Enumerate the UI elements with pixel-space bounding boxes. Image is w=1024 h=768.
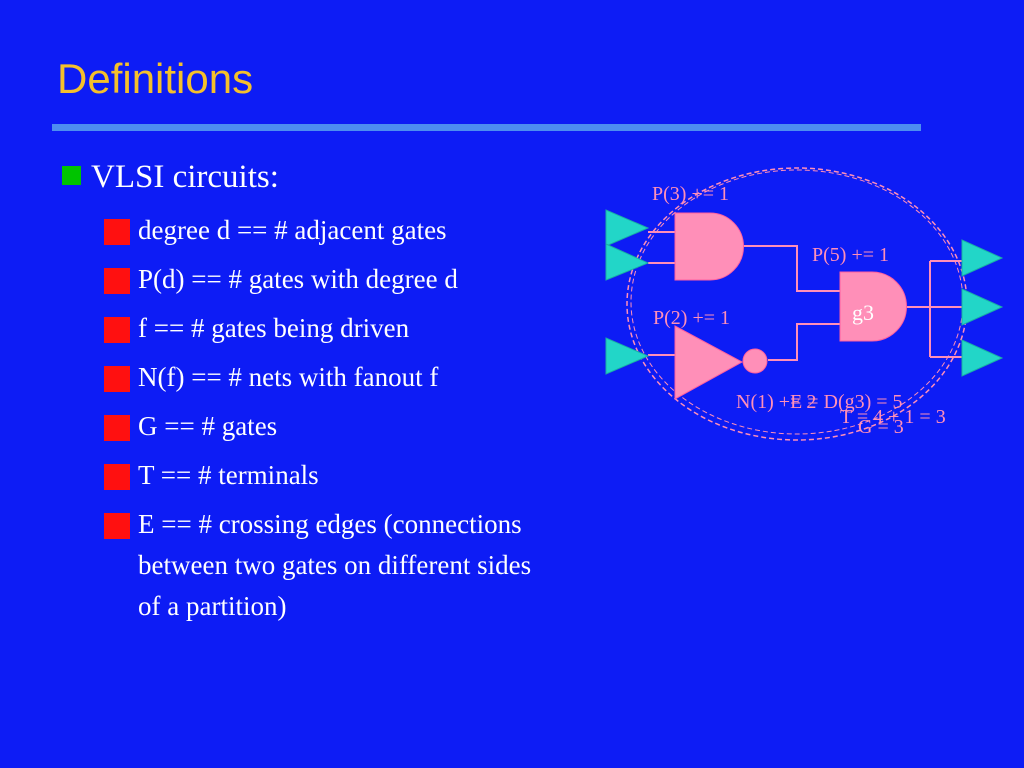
and-gate-top — [674, 212, 744, 281]
list-item: f == # gates being driven — [104, 308, 564, 349]
input-terminal-icon — [605, 243, 650, 281]
heading-text: VLSI circuits: — [91, 159, 279, 195]
list-item: degree d == # adjacent gates — [104, 210, 564, 251]
label-p3: P(3) += 1 — [652, 183, 729, 205]
inverter-gate — [674, 325, 744, 400]
list-item-text: N(f) == # nets with fanout f — [138, 362, 439, 392]
definition-list: degree d == # adjacent gates P(d) == # g… — [104, 210, 564, 635]
label-n1: N(1) += 2 — [736, 391, 816, 413]
label-p5: P(5) += 1 — [812, 244, 889, 266]
list-item-text: f == # gates being driven — [138, 313, 410, 343]
green-square-bullet-icon — [62, 166, 81, 185]
output-terminal-icon — [961, 288, 1004, 326]
output-terminal-icon — [961, 239, 1004, 277]
input-terminal-icon — [605, 209, 650, 247]
heading-bullet-item: VLSI circuits: — [62, 158, 279, 196]
input-terminal-icon — [605, 337, 650, 375]
list-item-text: T == # terminals — [138, 460, 319, 490]
slide-title: Definitions — [57, 55, 254, 102]
red-square-bullet-icon — [104, 219, 130, 245]
and-gate-g3 — [839, 271, 907, 342]
red-square-bullet-icon — [104, 513, 130, 539]
label-p2: P(2) += 1 — [653, 307, 730, 329]
list-item: N(f) == # nets with fanout f — [104, 357, 564, 398]
list-item: P(d) == # gates with degree d — [104, 259, 564, 300]
red-square-bullet-icon — [104, 317, 130, 343]
list-item: G == # gates — [104, 406, 564, 447]
label-gates: G = 3 — [858, 416, 904, 438]
label-terminals: T = 4 + 1 = 3 — [840, 406, 946, 428]
wires — [648, 231, 962, 361]
red-square-bullet-icon — [104, 268, 130, 294]
label-dg3: E = D(g3) = 5 — [790, 391, 903, 413]
gate-g3-label: g3 — [852, 300, 874, 325]
list-item-text: G == # gates — [138, 411, 278, 441]
red-square-bullet-icon — [104, 464, 130, 490]
list-item: T == # terminals — [104, 455, 564, 496]
list-item-text: P(d) == # gates with degree d — [138, 264, 458, 294]
red-square-bullet-icon — [104, 366, 130, 392]
red-square-bullet-icon — [104, 415, 130, 441]
output-terminal-icon — [961, 339, 1004, 377]
title-rule — [52, 124, 921, 131]
inverter-bubble — [742, 348, 768, 374]
list-item-text: degree d == # adjacent gates — [138, 215, 447, 245]
list-item: E == # crossing edges (connections betwe… — [104, 504, 558, 627]
list-item-text: E == # crossing edges (connections betwe… — [138, 509, 532, 621]
